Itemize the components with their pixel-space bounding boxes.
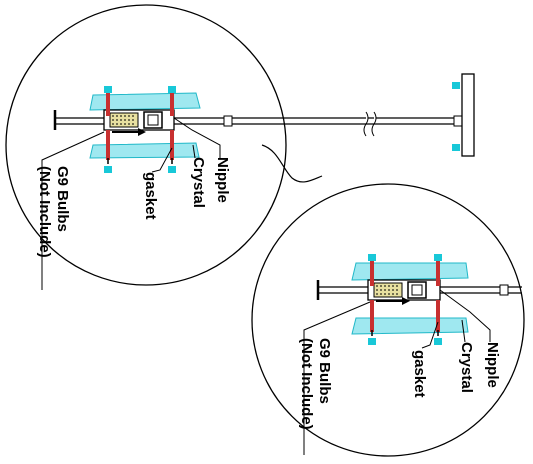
clip-2-right-top (436, 256, 440, 286)
leader-2-gasket (421, 321, 439, 349)
socket-cap (143, 111, 163, 129)
detail-circle-bottom: Nipple Crystal gasket G9 Bulbs (Not Incl… (251, 183, 525, 457)
label-nipple: Nipple (214, 157, 231, 203)
label-2-gasket: gasket (411, 350, 428, 398)
clip-right-bottom (170, 130, 174, 160)
clip-left-bottom (106, 130, 110, 160)
connector-line (261, 144, 323, 183)
label-2-not-include: (Not Include) (298, 338, 315, 430)
clip-2-right-bottom (436, 300, 440, 332)
label-not-include: (Not Include) (36, 166, 53, 258)
plate-dot-bottom (452, 144, 460, 151)
dot-tl (104, 86, 112, 93)
leader-2-bulbs (303, 301, 371, 455)
leader-2-nipple (439, 289, 491, 342)
label-2-bulbs: G9 Bulbs (316, 338, 333, 404)
dot-2-br (434, 338, 442, 345)
clip-2-left-top (370, 256, 374, 286)
leader-nipple (173, 117, 221, 158)
label-bulbs: G9 Bulbs (54, 166, 71, 232)
leader-crystal (192, 144, 196, 159)
socket-inner (147, 114, 159, 126)
label-2-crystal: Crystal (458, 342, 475, 393)
label-2-nipple: Nipple (484, 342, 501, 388)
socket-cap-2 (407, 281, 427, 299)
clip-right-top (170, 88, 174, 116)
arm-break (363, 111, 377, 137)
leader-2-crystal (461, 319, 466, 343)
label-gasket: gasket (142, 172, 159, 220)
detail-circle-top: Nipple Crystal gasket G9 Bulbs (Not Incl… (5, 4, 287, 290)
plate-dot-top (452, 82, 460, 89)
arm-end (453, 115, 463, 127)
bulb-arrow-head (138, 128, 146, 136)
crystal-panel-top-2 (351, 262, 469, 281)
dot-2-tl (368, 254, 376, 261)
rod-2-joint (499, 284, 509, 296)
bulb-arrow-head-2 (402, 297, 410, 305)
crystal-panel-bottom-2 (351, 317, 469, 335)
fixture-arm (223, 73, 475, 157)
clip-left-top (106, 88, 110, 116)
dot-2-bl (368, 338, 376, 345)
dot-bl (104, 166, 112, 173)
leader-gasket (151, 147, 173, 173)
socket-inner-2 (411, 284, 423, 296)
dot-br (168, 166, 176, 173)
arm-joint (223, 115, 233, 127)
clip-2-left-bottom (370, 300, 374, 332)
mounting-plate (461, 73, 475, 157)
magnify-circle-bottom (251, 183, 525, 457)
dot-2-tr (434, 254, 442, 261)
label-crystal: Crystal (190, 157, 207, 208)
leader-bulbs (41, 131, 105, 290)
dot-tr (168, 86, 176, 93)
magnify-circle-top (5, 4, 287, 286)
